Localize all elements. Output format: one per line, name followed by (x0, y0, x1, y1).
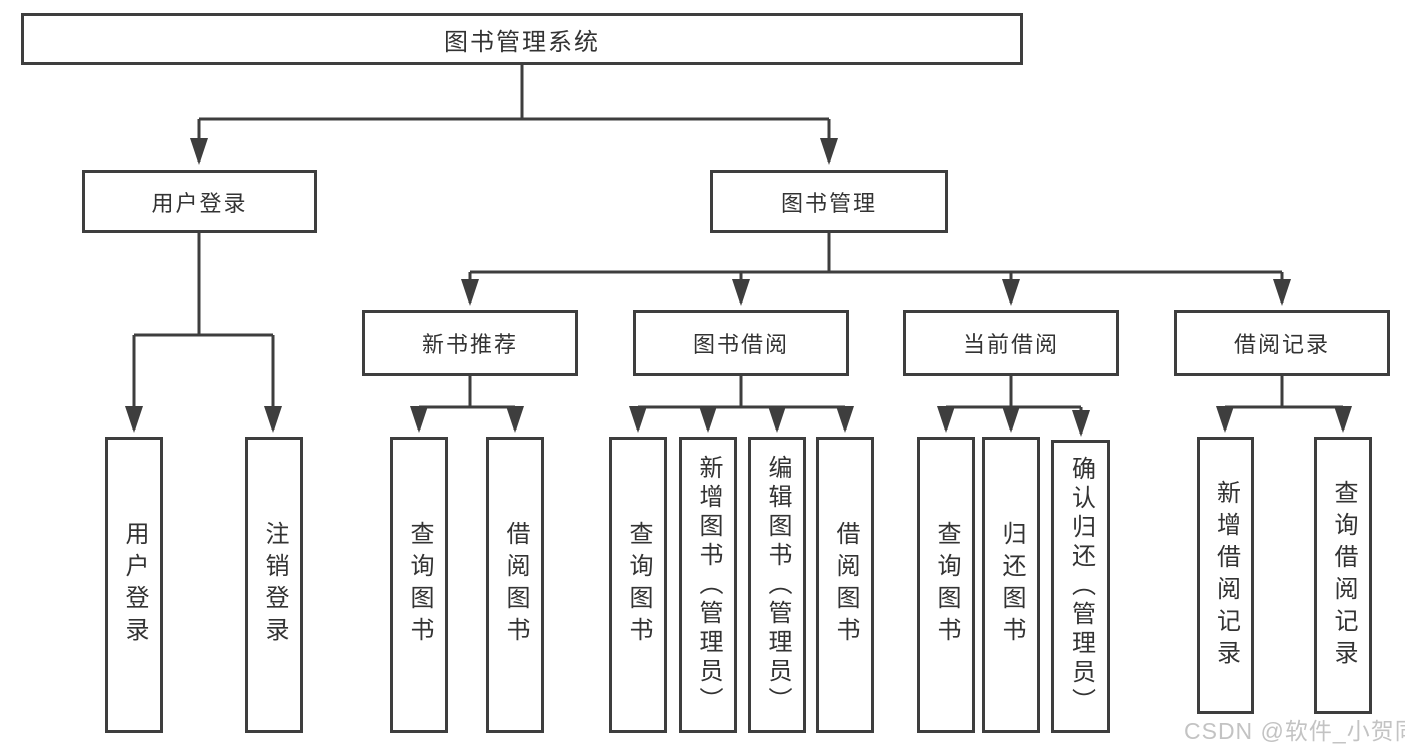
node-query-books-borrow: 查询图书 (609, 437, 667, 733)
node-confirm-return-admin: 确认归还（管理员） (1051, 440, 1110, 733)
node-borrow-books-action: 借阅图书 (816, 437, 874, 733)
node-current-borrow: 当前借阅 (903, 310, 1119, 376)
node-add-borrow-record: 新增借阅记录 (1197, 437, 1254, 714)
node-query-books-recommend: 查询图书 (390, 437, 448, 733)
node-edit-book-admin: 编辑图书（管理员） (748, 437, 806, 733)
node-add-book-admin: 新增图书（管理员） (679, 437, 737, 733)
node-book-borrow: 图书借阅 (633, 310, 849, 376)
node-borrow-books-recommend: 借阅图书 (486, 437, 544, 733)
node-book-management: 图书管理 (710, 170, 948, 233)
node-new-book-recommend: 新书推荐 (362, 310, 578, 376)
node-query-borrow-record: 查询借阅记录 (1314, 437, 1372, 714)
node-library-management-system: 图书管理系统 (21, 13, 1023, 65)
node-query-books-current: 查询图书 (917, 437, 975, 733)
node-borrow-records: 借阅记录 (1174, 310, 1390, 376)
node-user-login-action: 用户登录 (105, 437, 163, 733)
node-return-book: 归还图书 (982, 437, 1040, 733)
csdn-watermark: CSDN @软件_小贺同学 (1184, 718, 1405, 744)
node-user-login: 用户登录 (82, 170, 317, 233)
node-logout-action: 注销登录 (245, 437, 303, 733)
